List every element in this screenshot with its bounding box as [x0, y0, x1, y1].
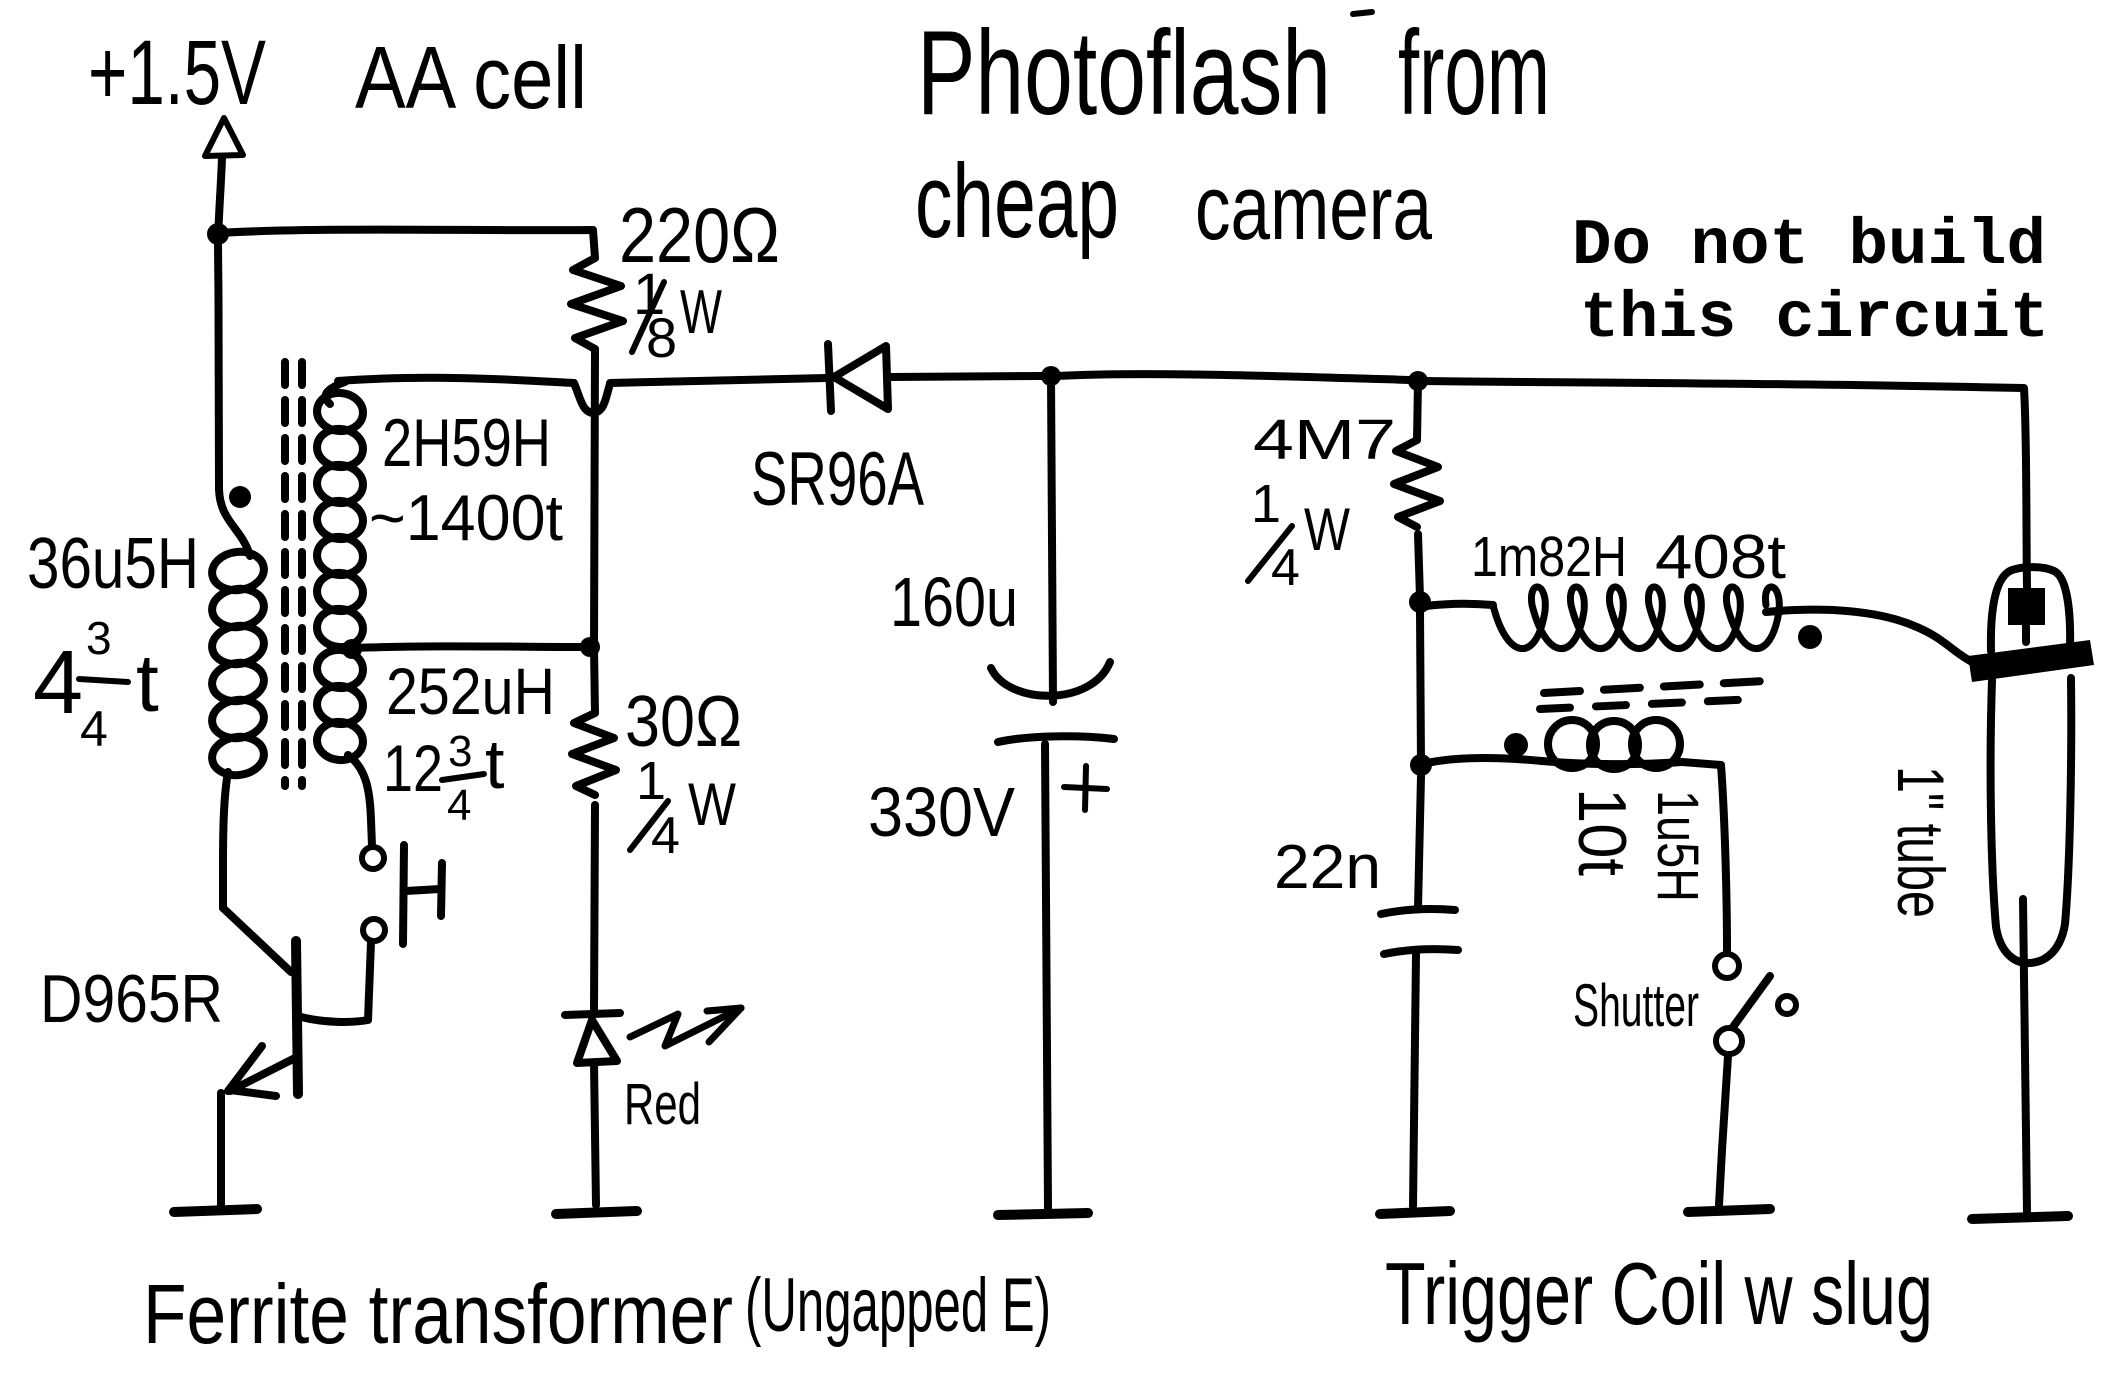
svg-text:330V: 330V: [868, 773, 1015, 851]
svg-text:D965R: D965R: [40, 961, 223, 1037]
svg-text:1u5H: 1u5H: [1645, 790, 1710, 902]
svg-text:4: 4: [651, 807, 680, 865]
svg-text:1" tube: 1" tube: [1884, 766, 1958, 918]
svg-text:Trigger Coil w slug: Trigger Coil w slug: [1385, 1244, 1933, 1343]
svg-text:4: 4: [80, 701, 108, 757]
svg-text:220Ω: 220Ω: [619, 191, 780, 279]
svg-text:1: 1: [636, 751, 666, 811]
svg-text:4: 4: [447, 781, 471, 830]
svg-text:~1400t: ~1400t: [369, 481, 563, 554]
svg-text:this circuit: this circuit: [1580, 282, 2049, 356]
svg-text:3: 3: [448, 727, 472, 776]
svg-text:t: t: [485, 725, 504, 803]
svg-text:160u: 160u: [890, 563, 1018, 641]
svg-text:Ferrite transformer: Ferrite transformer: [143, 1267, 733, 1361]
svg-text:22n: 22n: [1274, 833, 1381, 902]
svg-text:W: W: [1304, 496, 1350, 563]
svg-text:t: t: [136, 638, 159, 729]
svg-text:4: 4: [1271, 539, 1300, 597]
svg-text:W: W: [680, 278, 722, 347]
svg-text:1m82H: 1m82H: [1471, 525, 1627, 589]
svg-text:10t: 10t: [1564, 788, 1640, 876]
svg-text:36u5H: 36u5H: [27, 524, 199, 604]
svg-text:1: 1: [1251, 474, 1281, 534]
svg-text:Do not build: Do not build: [1572, 209, 2046, 283]
svg-text:camera: camera: [1195, 157, 1433, 259]
svg-text:12: 12: [383, 731, 443, 805]
svg-text:3: 3: [86, 612, 112, 664]
svg-text:Red: Red: [624, 1072, 701, 1137]
svg-text:cheap: cheap: [915, 143, 1119, 260]
svg-text:4M7: 4M7: [1253, 408, 1396, 472]
svg-text:1: 1: [633, 262, 665, 327]
svg-text:30Ω: 30Ω: [625, 682, 742, 762]
svg-text:2H59H: 2H59H: [382, 405, 551, 481]
svg-text:from: from: [1398, 6, 1550, 140]
svg-text:252uH: 252uH: [386, 654, 555, 728]
svg-text:408t: 408t: [1655, 523, 1786, 592]
svg-text:W: W: [688, 771, 736, 838]
svg-text:4: 4: [33, 633, 83, 733]
svg-text:Photoflash: Photoflash: [917, 6, 1331, 140]
svg-text:Shutter: Shutter: [1573, 972, 1699, 1039]
svg-text:+1.5V: +1.5V: [88, 22, 266, 124]
svg-text:(Ungapped E): (Ungapped E): [745, 1263, 1051, 1348]
svg-text:AA cell: AA cell: [355, 28, 587, 127]
svg-text:8: 8: [646, 306, 677, 369]
svg-text:SR96A: SR96A: [751, 437, 924, 522]
